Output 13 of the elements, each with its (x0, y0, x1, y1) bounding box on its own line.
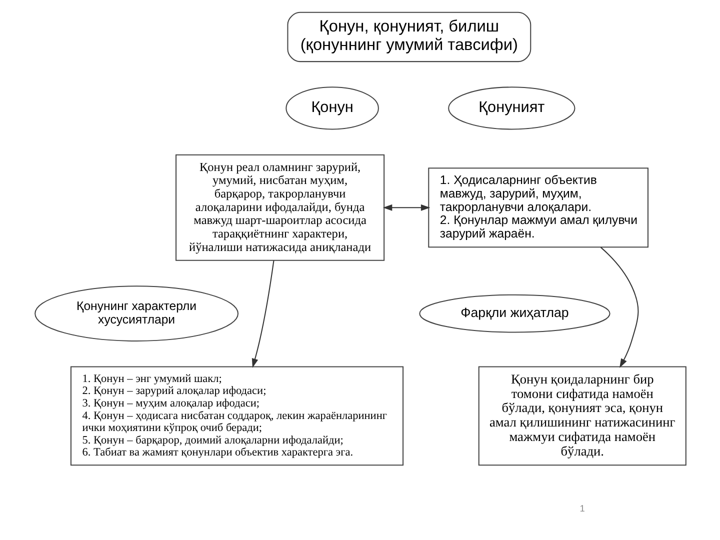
label: 1 (579, 503, 584, 514)
arrow (600, 246, 638, 368)
node-box: 1. Қонун – энг умумий шакл; 2. Қонун – зарурий алоқалар ифодаси; 3. Қонун – муҳим алоқалар ифодаси; 4. Қонун – ҳодисага нисбатан соддароқ, лекин жараёнларининг ички моҳиятини кўпроқ очиб беради; 5. Қонун – барқарор, доимий алоқаларни ифодалайди; 6. Табиат ва жамият қонунлари объектив характерга эга. (70, 366, 404, 466)
arrow (251, 260, 274, 368)
node-box: 1. Ҳодисаларнинг объектив мавжуд, зарурий, муҳим, такрорланувчи алоқалари. 2. Қонунлар мажмуи амал қилувчи зарурий жараён. (428, 168, 648, 248)
node-ellipse: Қонунинг характерли хусусиятлари (34, 286, 238, 342)
node-box: Қонун реал оламнинг зарурий, умумий, нисбатан муҳим, барқарор, такрорланувчи алоқаларини ифодалайди, бунда мавжуд шарт-шароитлар асосида тараққиётнинг характери, йўналиши натижасида аниқланади (175, 154, 384, 261)
node-ellipse: Фарқли жиҳатлар (418, 294, 610, 333)
node-ellipse: Қонуният (448, 86, 575, 130)
node-box: Қонун қоидаларнинг бир томони сифатида намоён бўлади, қонуният эса, қонун амал қилишининг натижасининг мажмуи сифатида намоён бўлади. (478, 366, 686, 466)
node-box: Қонун, қонуният, билиш (қонуннинг умумий тавсифи) (286, 12, 531, 62)
node-ellipse: Қонун (285, 86, 378, 130)
arrow (382, 204, 430, 211)
